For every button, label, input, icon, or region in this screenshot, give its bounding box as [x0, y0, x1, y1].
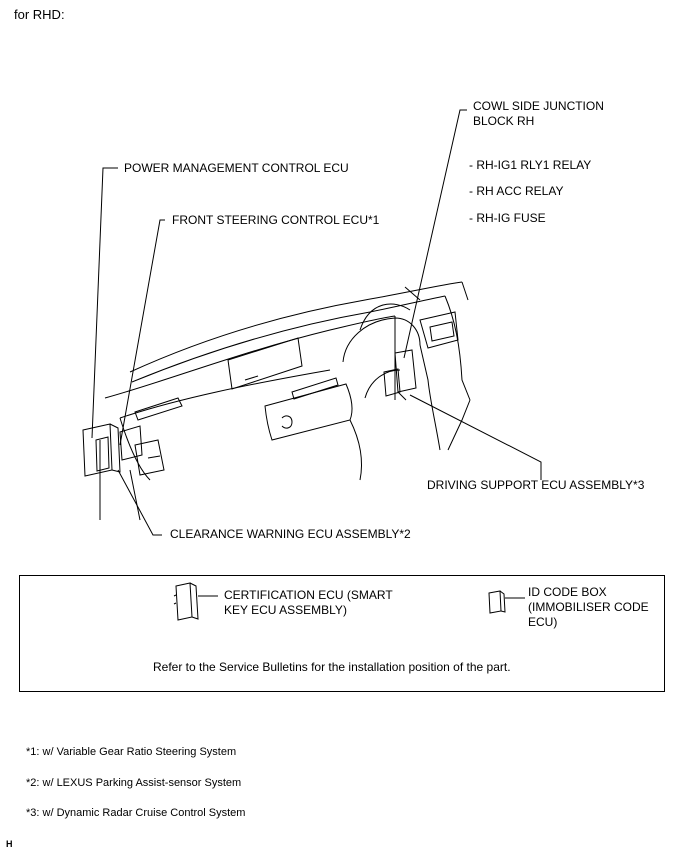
cowl-item-acc-relay: - RH ACC RELAY — [469, 184, 564, 198]
info-box — [19, 575, 665, 692]
front-steering-ecu-label: FRONT STEERING CONTROL ECU*1 — [172, 213, 380, 227]
footnote-2: *2: w/ LEXUS Parking Assist-sensor Syste… — [26, 777, 242, 789]
power-management-ecu-label: POWER MANAGEMENT CONTROL ECU — [124, 161, 349, 175]
footnote-3: *3: w/ Dynamic Radar Cruise Control Syst… — [26, 807, 246, 819]
variant-label: for RHD: — [14, 7, 65, 22]
footnote-1: *1: w/ Variable Gear Ratio Steering Syst… — [26, 746, 237, 758]
certification-ecu-label: CERTIFICATION ECU (SMART KEY ECU ASSEMBL… — [224, 588, 393, 617]
cowl-item-fuse: - RH-IG FUSE — [469, 211, 546, 225]
service-bulletin-note: Refer to the Service Bulletins for the i… — [153, 660, 511, 674]
cowl-junction-label: COWL SIDE JUNCTION BLOCK RH — [473, 99, 604, 128]
clearance-warning-ecu-label: CLEARANCE WARNING ECU ASSEMBLY*2 — [170, 527, 411, 541]
figure-code: H — [6, 839, 13, 849]
cowl-item-relay1: - RH-IG1 RLY1 RELAY — [469, 158, 592, 172]
id-code-box-label: ID CODE BOX (IMMOBILISER CODE ECU) — [528, 585, 649, 629]
driving-support-ecu-label: DRIVING SUPPORT ECU ASSEMBLY*3 — [427, 478, 645, 492]
